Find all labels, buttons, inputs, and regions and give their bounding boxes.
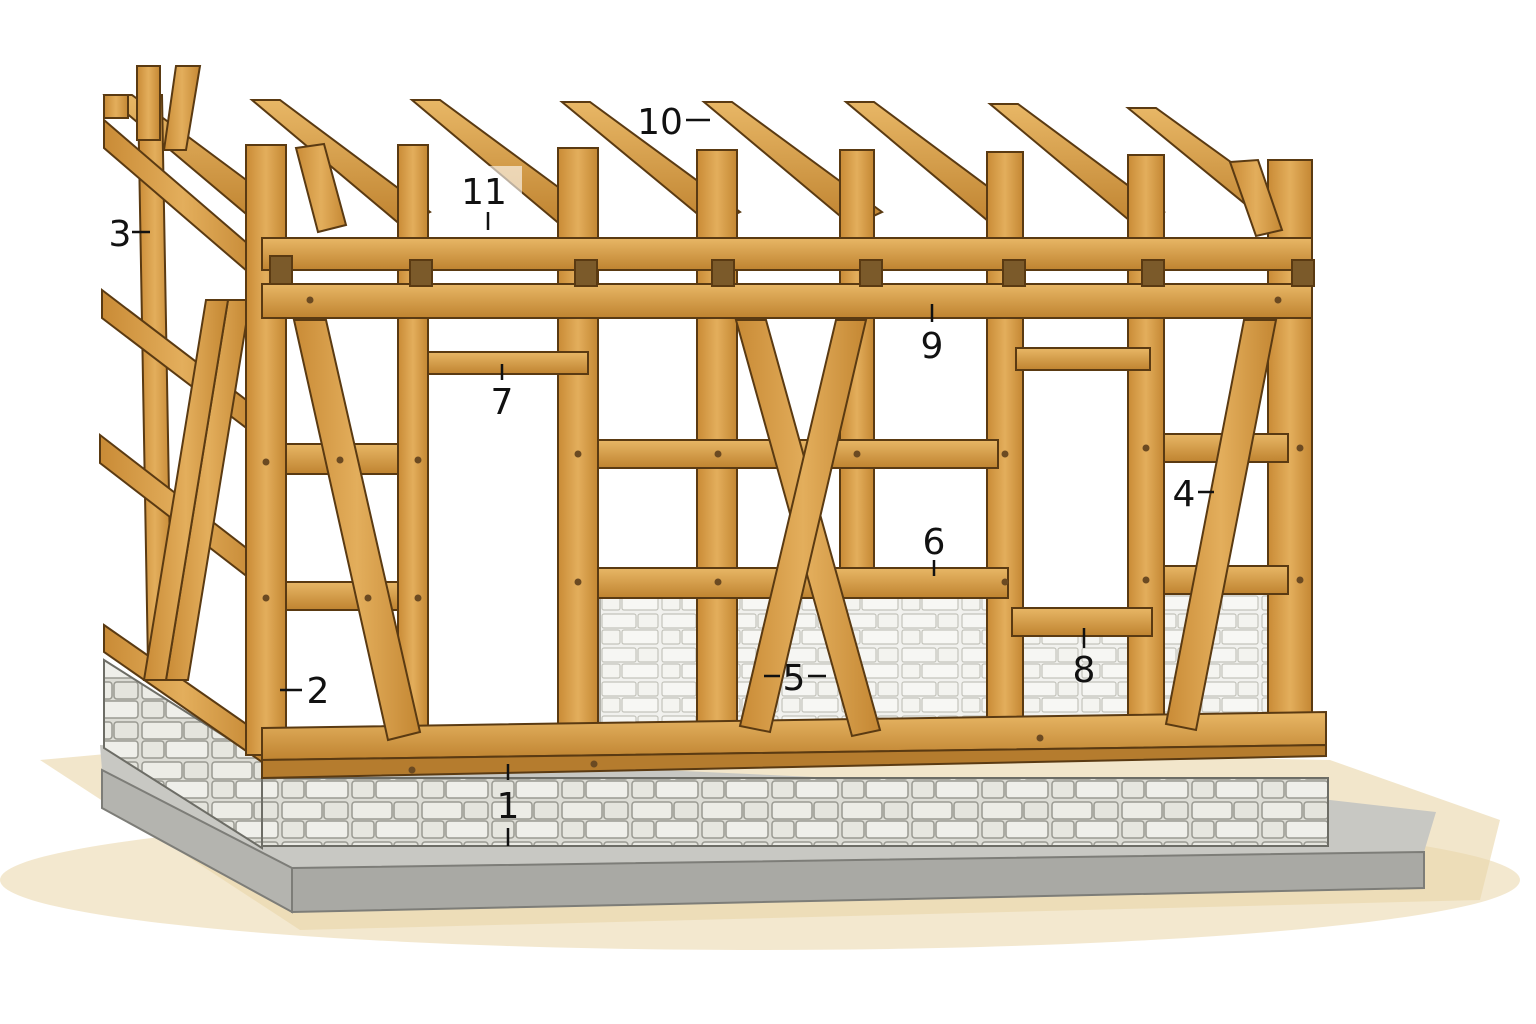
label-2: 2 [307,671,330,712]
label-4: 4 [1173,474,1196,515]
top-plate [261,237,1315,319]
label-9: 9 [921,326,944,367]
callout-10: 10 [637,102,710,143]
callout-6: 6 [923,522,946,576]
callout-1: 1 [497,764,520,846]
callout-11: 11 [444,166,522,230]
callout-2: 2 [280,671,329,712]
label-10: 10 [637,102,683,143]
rafter-post-heads [294,142,1284,238]
label-5: 5 [783,658,806,699]
label-1: 1 [497,786,520,827]
label-6: 6 [923,522,946,563]
callout-4: 4 [1173,474,1214,515]
label-7: 7 [491,382,514,423]
stone-foundation [103,658,1329,850]
callout-5: 5 [764,658,826,699]
callout-3: 3 [109,214,150,255]
label-11: 11 [461,172,507,213]
pegs [262,296,1304,774]
braces [292,319,1278,742]
label-3: 3 [109,214,132,255]
callout-9: 9 [921,304,944,367]
callout-7: 7 [491,364,514,423]
sill-beam [261,710,1327,780]
side-wall-frame [99,94,263,764]
corner-post-tops [136,65,202,151]
callout-8: 8 [1073,628,1096,691]
label-8: 8 [1073,650,1096,691]
